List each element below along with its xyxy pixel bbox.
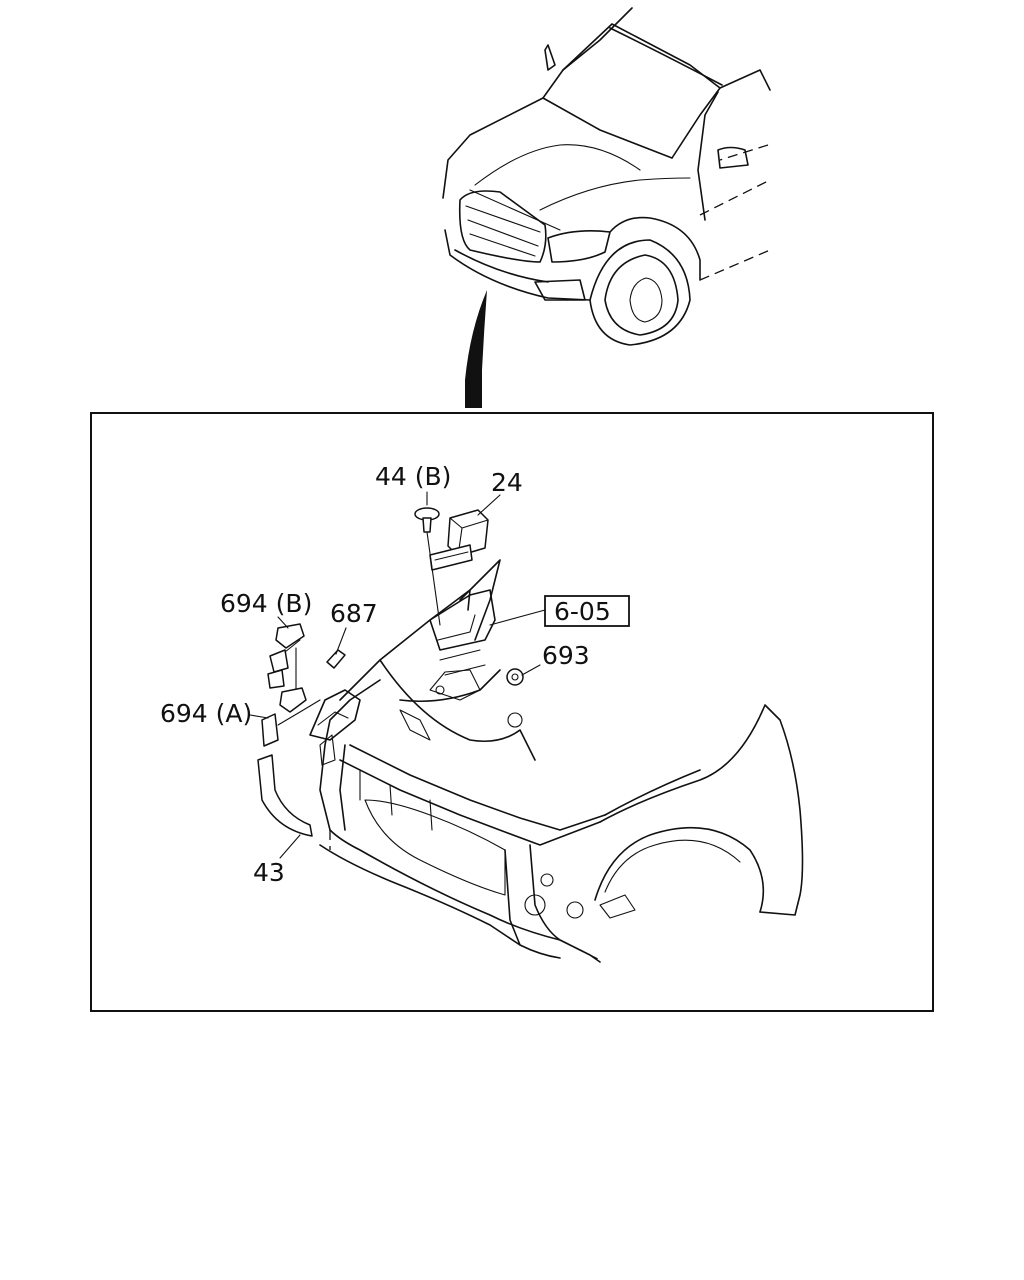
vehicle-overview-drawing (442, 7, 771, 408)
callout-687: 687 (330, 599, 378, 628)
part-687-pad (326, 649, 346, 669)
ref-605-label[interactable]: 6-05 (554, 597, 611, 626)
callout-693: 693 (542, 641, 590, 670)
callout-694b: 694 (B) (220, 589, 312, 618)
callout-44b: 44 (B) (375, 462, 451, 491)
part-693-grommet (506, 668, 524, 686)
leader-lines (249, 491, 546, 719)
front-body-assembly-drawing (309, 559, 804, 963)
part-694b-bracket (267, 623, 305, 691)
part-24-bracket (429, 509, 489, 571)
callout-694a: 694 (A) (160, 699, 252, 728)
detail-frame (90, 412, 934, 1012)
ref-605-box (544, 595, 630, 627)
part-694a-bracket (261, 687, 321, 747)
part-43-seal-strip (257, 754, 313, 859)
callout-24: 24 (491, 468, 523, 497)
part-44b-clip (414, 507, 441, 626)
callout-43: 43 (253, 858, 285, 887)
